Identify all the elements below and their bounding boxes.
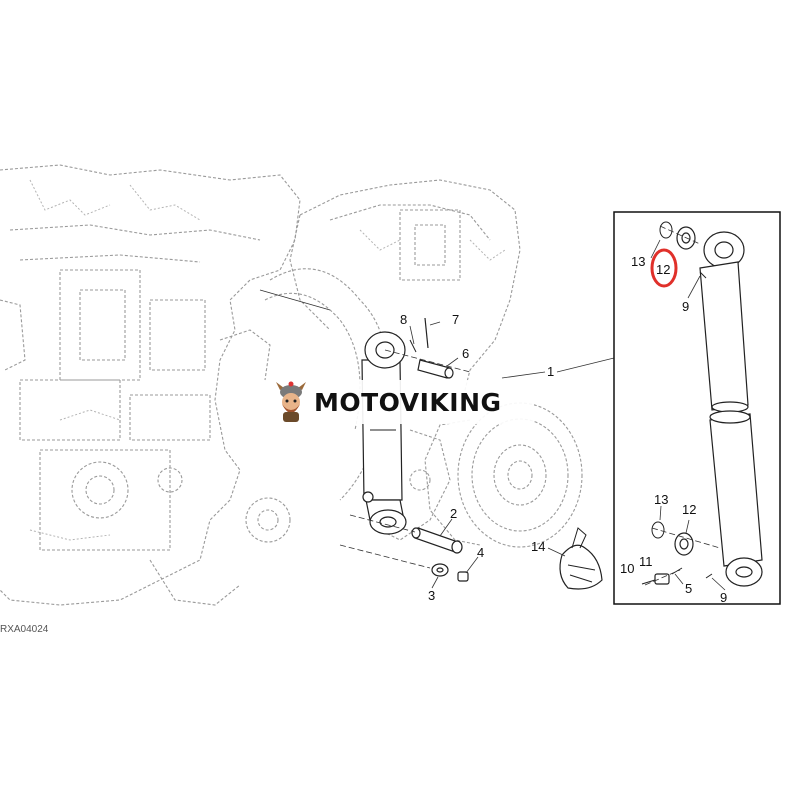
lift-cylinder-exploded [641, 221, 763, 587]
callout-6: 6 [462, 346, 469, 361]
callout-12-top: 12 [656, 262, 670, 277]
viking-mascot-icon [276, 381, 306, 422]
callout-5: 5 [685, 581, 692, 596]
figure-code: RXA04024 [0, 624, 49, 635]
callout-13-bottom: 13 [654, 492, 668, 507]
brand-name: MOTOVIKING [314, 387, 502, 417]
callout-13-top: 13 [631, 254, 645, 269]
callout-12-bottom: 12 [682, 502, 696, 517]
callout-labels: 1 2 3 4 6 7 8 14 13 12 9 13 12 11 10 5 9 [400, 254, 727, 605]
callout-10: 10 [620, 561, 634, 576]
upper-pin-parts [384, 317, 471, 379]
transmission-housing-ghost [0, 164, 301, 606]
callout-11: 11 [639, 554, 653, 569]
callout-3: 3 [428, 588, 435, 603]
callout-2: 2 [450, 506, 457, 521]
rear-housing-ghost [264, 179, 521, 541]
pin-assembly [339, 514, 469, 582]
inset-callout-leaders [650, 239, 726, 591]
callout-14: 14 [531, 539, 545, 554]
callout-4: 4 [477, 545, 484, 560]
lift-cylinder-installed [361, 331, 407, 535]
highlight-circle [650, 248, 678, 288]
hardware-bag [559, 527, 603, 590]
callout-9-top: 9 [682, 299, 689, 314]
callout-9-bottom: 9 [720, 590, 727, 605]
callout-7: 7 [452, 312, 459, 327]
callout-1: 1 [547, 364, 554, 379]
brand-watermark: MOTOVIKING [268, 380, 534, 424]
callout-8: 8 [400, 312, 407, 327]
callout-leaders [259, 289, 615, 589]
